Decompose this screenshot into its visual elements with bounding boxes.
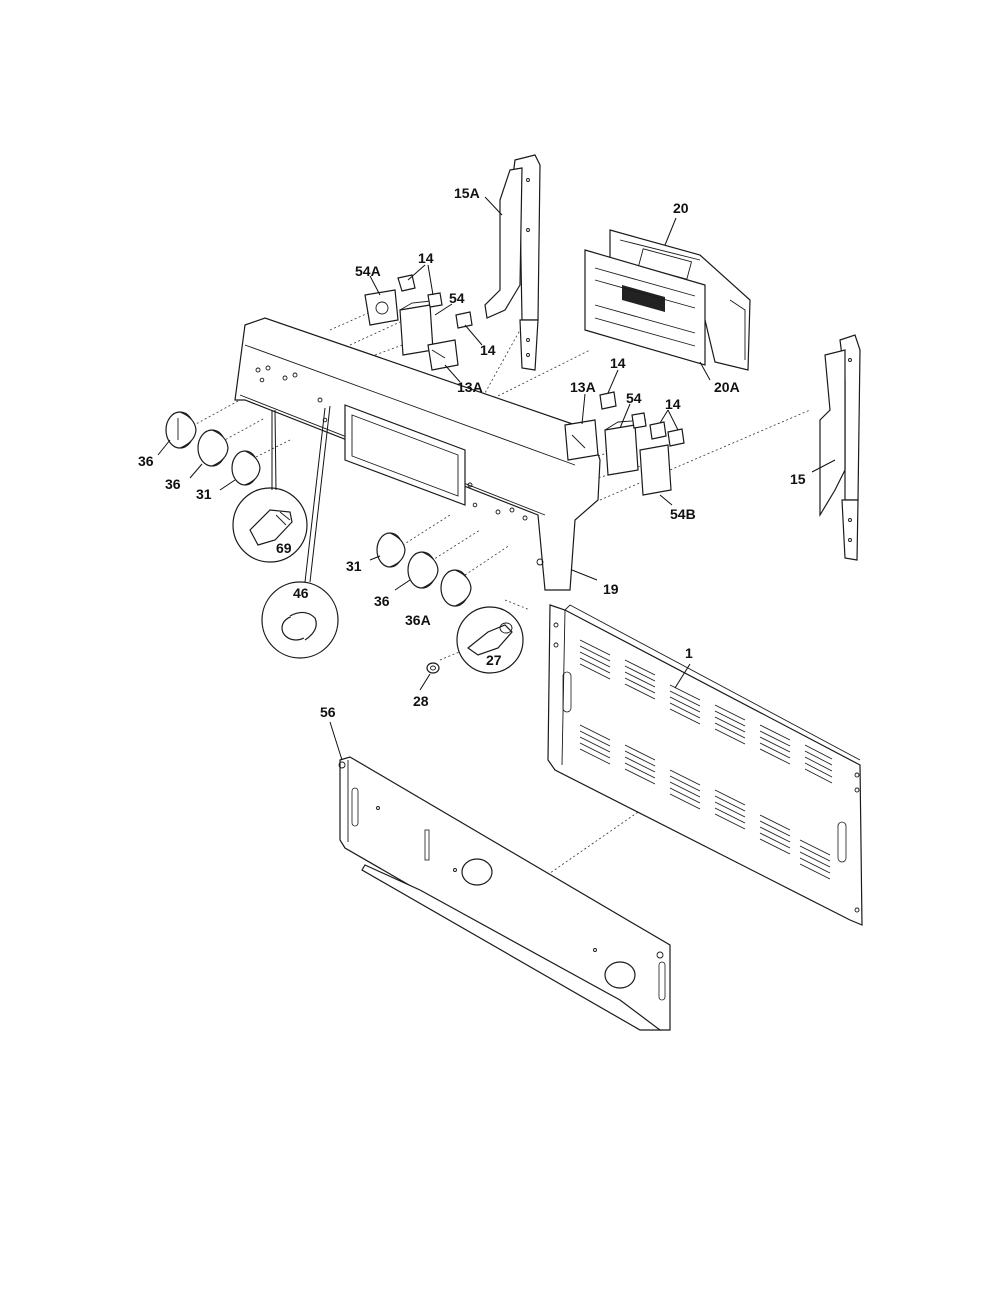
rear-panel-1: [547, 604, 863, 926]
mounting-plate-56: [338, 756, 671, 1031]
knobs: [165, 411, 472, 607]
side-bracket-15: [819, 334, 861, 561]
console-panel-19: [234, 317, 601, 591]
label-54-b: 54: [626, 390, 642, 406]
knob-36-left-1: [165, 411, 197, 449]
switch-group-upper: [364, 274, 473, 371]
label-15: 15: [790, 471, 806, 487]
label-13A-a: 13A: [457, 379, 483, 395]
label-14-a: 14: [418, 250, 434, 266]
leader-wires: [271, 405, 331, 583]
label-69: 69: [276, 540, 292, 556]
label-27: 27: [486, 652, 502, 668]
detail-circle-69: [232, 487, 308, 563]
label-14-b: 14: [480, 342, 496, 358]
label-31-b: 31: [346, 558, 362, 574]
knob-31-right: [376, 532, 406, 568]
label-36-c: 36: [374, 593, 390, 609]
control-overlay-20A: [584, 249, 706, 366]
switch-group-lower: [564, 391, 685, 496]
callout-labels: 15A 20 54A 14 54 14 13A 20A 14 13A 54 14…: [138, 185, 806, 720]
label-15A: 15A: [454, 185, 480, 201]
label-31-a: 31: [196, 486, 212, 502]
label-28: 28: [413, 693, 429, 709]
vent-slots: [579, 639, 833, 880]
label-19: 19: [603, 581, 619, 597]
knob-36-right: [407, 551, 439, 589]
knob-36A-right: [440, 569, 472, 607]
label-36-a: 36: [138, 453, 154, 469]
side-bracket-15A: [484, 154, 541, 371]
callout-leaders: [157, 196, 836, 761]
label-36-b: 36: [165, 476, 181, 492]
bushing-28: [426, 662, 440, 674]
label-14-d: 14: [665, 396, 681, 412]
label-54B: 54B: [670, 506, 696, 522]
label-1: 1: [685, 645, 693, 661]
detail-circle-27: [456, 606, 524, 674]
label-54-a: 54: [449, 290, 465, 306]
label-20: 20: [673, 200, 689, 216]
label-56: 56: [320, 704, 336, 720]
label-46: 46: [293, 585, 309, 601]
label-54A: 54A: [355, 263, 381, 279]
label-20A: 20A: [714, 379, 740, 395]
label-14-c: 14: [610, 355, 626, 371]
label-36A: 36A: [405, 612, 431, 628]
label-13A-b: 13A: [570, 379, 596, 395]
knob-36-left-2: [197, 429, 229, 467]
detail-circle-46: [261, 581, 339, 659]
panel-screw-holes: [255, 365, 544, 566]
knob-31-left: [231, 450, 261, 486]
